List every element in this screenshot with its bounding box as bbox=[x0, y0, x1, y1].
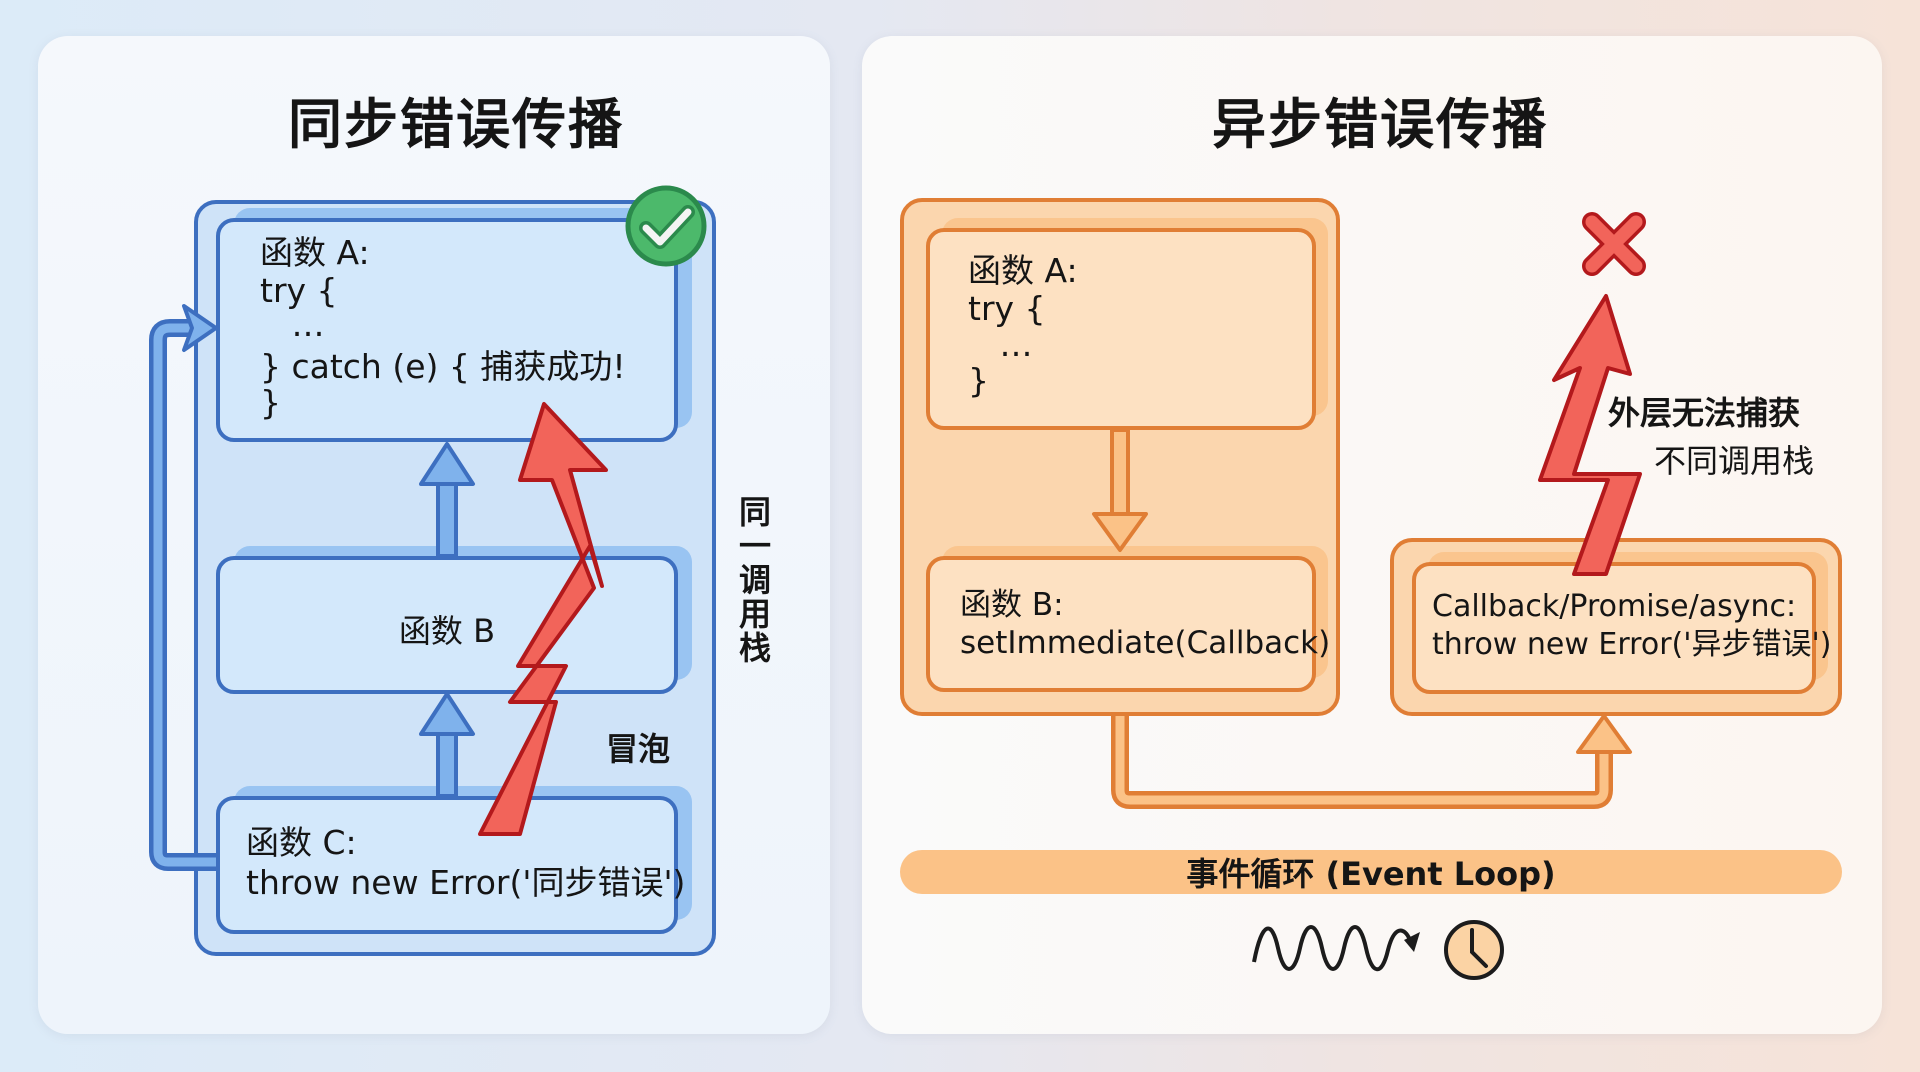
same-stack-label: 同一调用栈 bbox=[738, 493, 771, 667]
function-a-box: 函数 A: try { … } catch (e) { 捕获成功! } bbox=[216, 218, 678, 442]
function-a-label: 函数 A: bbox=[260, 233, 370, 272]
cannot-catch-label: 外层无法捕获 bbox=[1608, 394, 1801, 432]
async-function-a-box: 函数 A: try { … } bbox=[926, 228, 1316, 430]
code-line: try { bbox=[968, 289, 1046, 328]
function-c-label: 函数 C: bbox=[246, 823, 357, 862]
throw-async-error: throw new Error('异步错误') bbox=[1432, 627, 1832, 662]
set-immediate-call: setImmediate(Callback) bbox=[960, 625, 1331, 661]
different-stack-label: 不同调用栈 bbox=[1654, 442, 1815, 480]
throw-sync-error: throw new Error('同步错误') bbox=[246, 863, 686, 902]
function-c-box: 函数 C: throw new Error('同步错误') bbox=[216, 796, 685, 934]
code-line: } bbox=[260, 383, 281, 422]
code-line: … bbox=[260, 305, 325, 344]
sync-title: 同步错误传播 bbox=[288, 93, 624, 156]
async-title: 异步错误传播 bbox=[1212, 93, 1548, 156]
code-line: } bbox=[968, 361, 989, 400]
function-b-label: 函数 B bbox=[398, 612, 496, 650]
async-function-b-label: 函数 B: bbox=[960, 587, 1064, 623]
bubble-label: 冒泡 bbox=[606, 730, 671, 768]
function-b-box: 函数 B bbox=[216, 556, 678, 694]
async-function-b-box: 函数 B: setImmediate(Callback) bbox=[926, 556, 1330, 692]
code-line: try { bbox=[260, 271, 338, 310]
callback-box: Callback/Promise/async: throw new Error(… bbox=[1412, 562, 1831, 694]
code-line: … bbox=[968, 325, 1033, 364]
callback-label: Callback/Promise/async: bbox=[1432, 589, 1797, 624]
catch-line: } catch (e) { 捕获成功! bbox=[260, 347, 626, 386]
event-loop-label: 事件循环 (Event Loop) bbox=[1186, 855, 1556, 893]
event-loop-bar: 事件循环 (Event Loop) bbox=[900, 850, 1842, 894]
async-function-a-label: 函数 A: bbox=[968, 251, 1078, 290]
